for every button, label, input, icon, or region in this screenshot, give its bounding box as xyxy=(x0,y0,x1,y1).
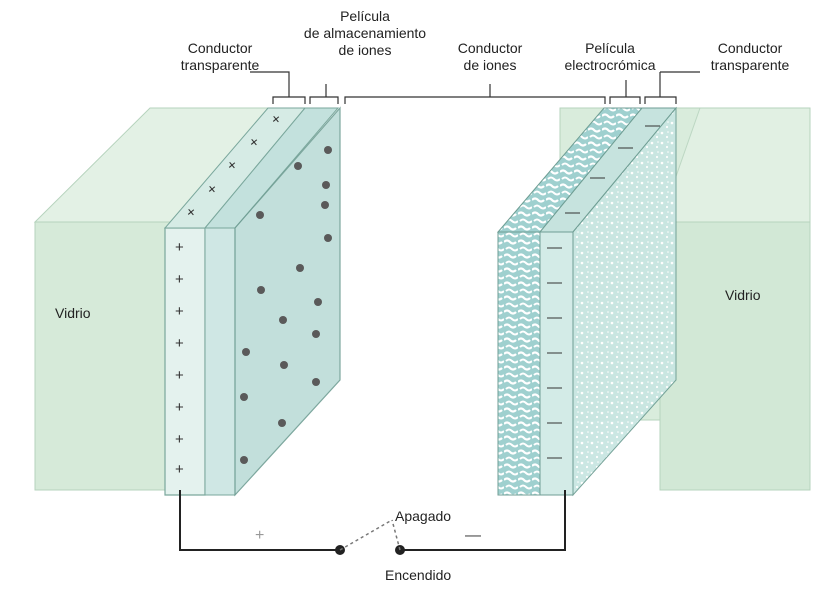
ion-dots xyxy=(240,146,332,464)
circuit-plus-sign: + xyxy=(255,527,264,544)
minus-sign: — xyxy=(618,139,633,156)
plus-sign: + xyxy=(175,461,184,478)
label-conductor-right: Conductor transparente xyxy=(695,40,805,74)
label-switch-on: Encendido xyxy=(385,567,452,583)
plus-sign: + xyxy=(175,303,184,320)
plus-sign: + xyxy=(175,271,184,288)
circuit-minus-sign: — xyxy=(465,527,481,544)
electrochromic-film xyxy=(496,106,678,497)
minus-sign: — xyxy=(565,204,580,221)
label-conductor-right-line2: transparente xyxy=(710,57,790,73)
glass-left-block xyxy=(33,107,287,491)
minus-sign: — xyxy=(547,309,562,326)
label-conductor-left-line1: Conductor xyxy=(187,40,253,56)
label-ion-conductor-line2: de iones xyxy=(463,57,517,73)
label-ion-conductor: Conductor de iones xyxy=(440,40,540,74)
minus-sign: — xyxy=(645,117,660,134)
minus-sign: — xyxy=(547,379,562,396)
label-brackets xyxy=(250,71,700,104)
minus-sign: — xyxy=(547,274,562,291)
left-transparent-conductor xyxy=(163,107,340,496)
label-conductor-left-line2: transparente xyxy=(180,57,260,73)
label-electrochromic-line2: electrocrómica xyxy=(564,57,656,73)
minus-sign: — xyxy=(590,169,605,186)
label-ion-storage-film: Película de almacenamiento de iones xyxy=(290,8,440,59)
minus-sign: — xyxy=(547,344,562,361)
plus-sign: + xyxy=(175,335,184,352)
label-storage-line3: de iones xyxy=(338,42,392,58)
label-electrochromic-line1: Película xyxy=(585,40,635,56)
label-electrochromic-film: Película electrocrómica xyxy=(555,40,665,74)
minus-sign: — xyxy=(547,449,562,466)
label-conductor-left: Conductor transparente xyxy=(160,40,280,74)
ion-storage-film xyxy=(234,106,341,497)
switch xyxy=(335,519,405,555)
minus-sign: — xyxy=(547,239,562,256)
circuit-wire xyxy=(179,490,566,551)
label-storage-line2: de almacenamiento xyxy=(303,25,427,41)
label-glass-left: Vidrio xyxy=(55,305,91,321)
label-ion-conductor-line1: Conductor xyxy=(457,40,523,56)
label-storage-line1: Película xyxy=(340,8,390,24)
minus-sign: — xyxy=(547,414,562,431)
plus-sign: + xyxy=(175,399,184,416)
label-switch-off: Apagado xyxy=(395,508,452,524)
label-conductor-right-line1: Conductor xyxy=(717,40,783,56)
label-glass-right: Vidrio xyxy=(725,287,761,303)
plus-sign: + xyxy=(175,239,184,256)
plus-sign: + xyxy=(175,431,184,448)
plus-sign: + xyxy=(175,367,184,384)
